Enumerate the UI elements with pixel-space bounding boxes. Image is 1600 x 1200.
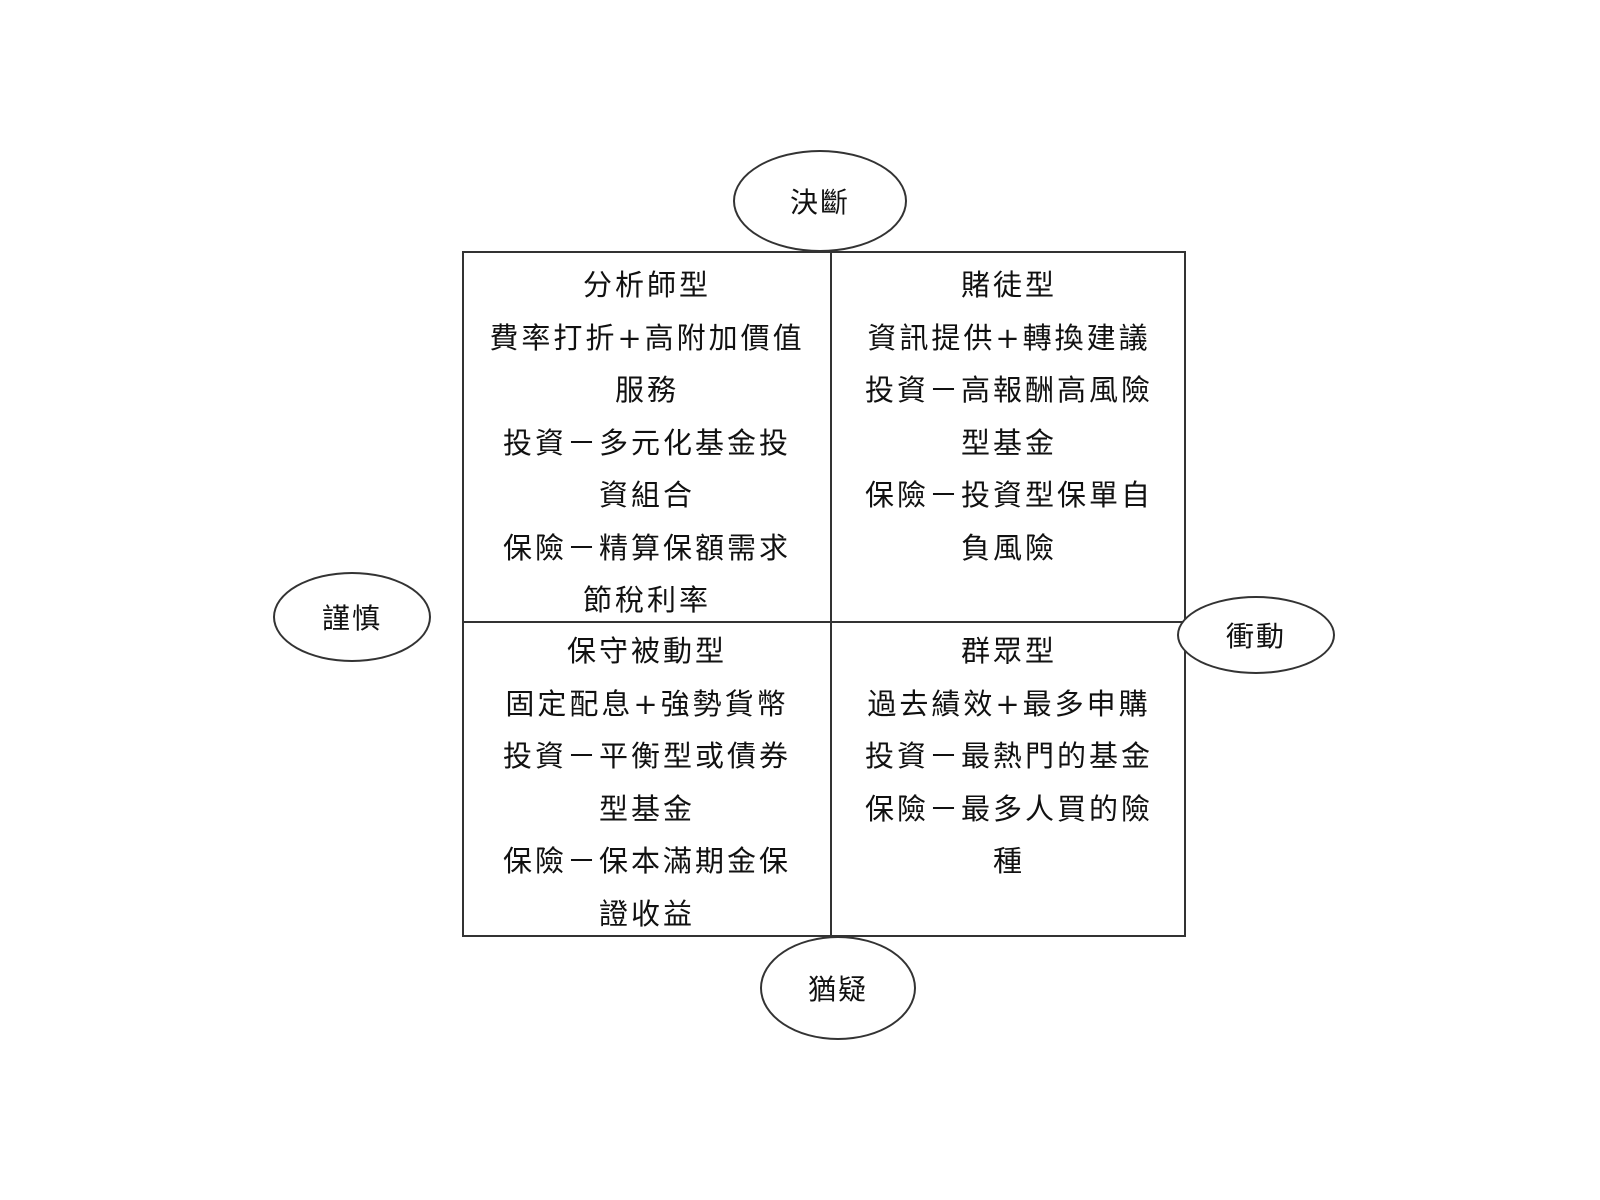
quadrant-line: 費率打折+高附加價值 [489, 320, 805, 355]
quadrant-gambler: 賭徒型 資訊提供+轉換建議 投資－高報酬高風險 型基金 保險－投資型保單自 負風… [832, 259, 1186, 574]
axis-label-cautious: 謹慎 [273, 572, 431, 662]
axis-label-text: 決斷 [789, 186, 850, 219]
quadrant-line: 節稅利率 [582, 583, 711, 617]
quadrant-line: 保險－最多人買的險 [864, 791, 1153, 826]
quadrant-line: 保險－保本滿期金保 [502, 844, 791, 878]
quadrant-line: 型基金 [598, 791, 695, 826]
quadrant-conservative: 保守被動型 固定配息+強勢貨幣 投資－平衡型或債券 型基金 保險－保本滿期金保 … [464, 625, 830, 940]
quadrant-line: 資訊提供+轉換建議 [867, 320, 1151, 355]
quadrant-line: 資組合 [598, 478, 695, 512]
quadrant-line: 服務 [614, 373, 679, 407]
axis-label-text: 猶疑 [807, 973, 868, 1006]
quadrant-line: 保險－精算保額需求 [502, 530, 791, 565]
quadrant-line: 保險－投資型保單自 [864, 478, 1153, 512]
quadrant-line: 型基金 [960, 425, 1057, 460]
quadrant-crowd: 群眾型 過去績效+最多申購 投資－最熱門的基金 保險－最多人買的險 種 [832, 625, 1186, 888]
quadrant-line: 投資－高報酬高風險 [864, 373, 1153, 407]
quadrant-line: 投資－多元化基金投 [502, 425, 791, 460]
axis-label-text: 謹慎 [321, 602, 382, 635]
quadrant-title: 分析師型 [582, 268, 711, 302]
horizontal-divider [464, 621, 1184, 623]
quadrant-line: 固定配息+強勢貨幣 [505, 686, 789, 721]
quadrant-grid: 分析師型 費率打折+高附加價值 服務 投資－多元化基金投 資組合 保險－精算保額… [462, 251, 1186, 937]
quadrant-line: 負風險 [960, 530, 1057, 565]
axis-label-hesitant: 猶疑 [760, 936, 916, 1040]
axis-label-decisive: 決斷 [733, 150, 907, 252]
quadrant-title: 群眾型 [960, 634, 1057, 668]
quadrant-analyst: 分析師型 費率打折+高附加價值 服務 投資－多元化基金投 資組合 保險－精算保額… [464, 259, 830, 627]
axis-label-impulsive: 衝動 [1177, 596, 1335, 674]
vertical-divider [830, 253, 832, 935]
quadrant-title: 保守被動型 [566, 634, 727, 668]
quadrant-line: 投資－平衡型或債券 [502, 739, 791, 773]
quadrant-line: 投資－最熱門的基金 [864, 739, 1153, 773]
quadrant-title: 賭徒型 [960, 268, 1057, 302]
quadrant-line: 證收益 [598, 896, 695, 931]
quadrant-line: 種 [992, 844, 1025, 878]
quadrant-line: 過去績效+最多申購 [867, 686, 1151, 721]
axis-label-text: 衝動 [1225, 620, 1286, 653]
